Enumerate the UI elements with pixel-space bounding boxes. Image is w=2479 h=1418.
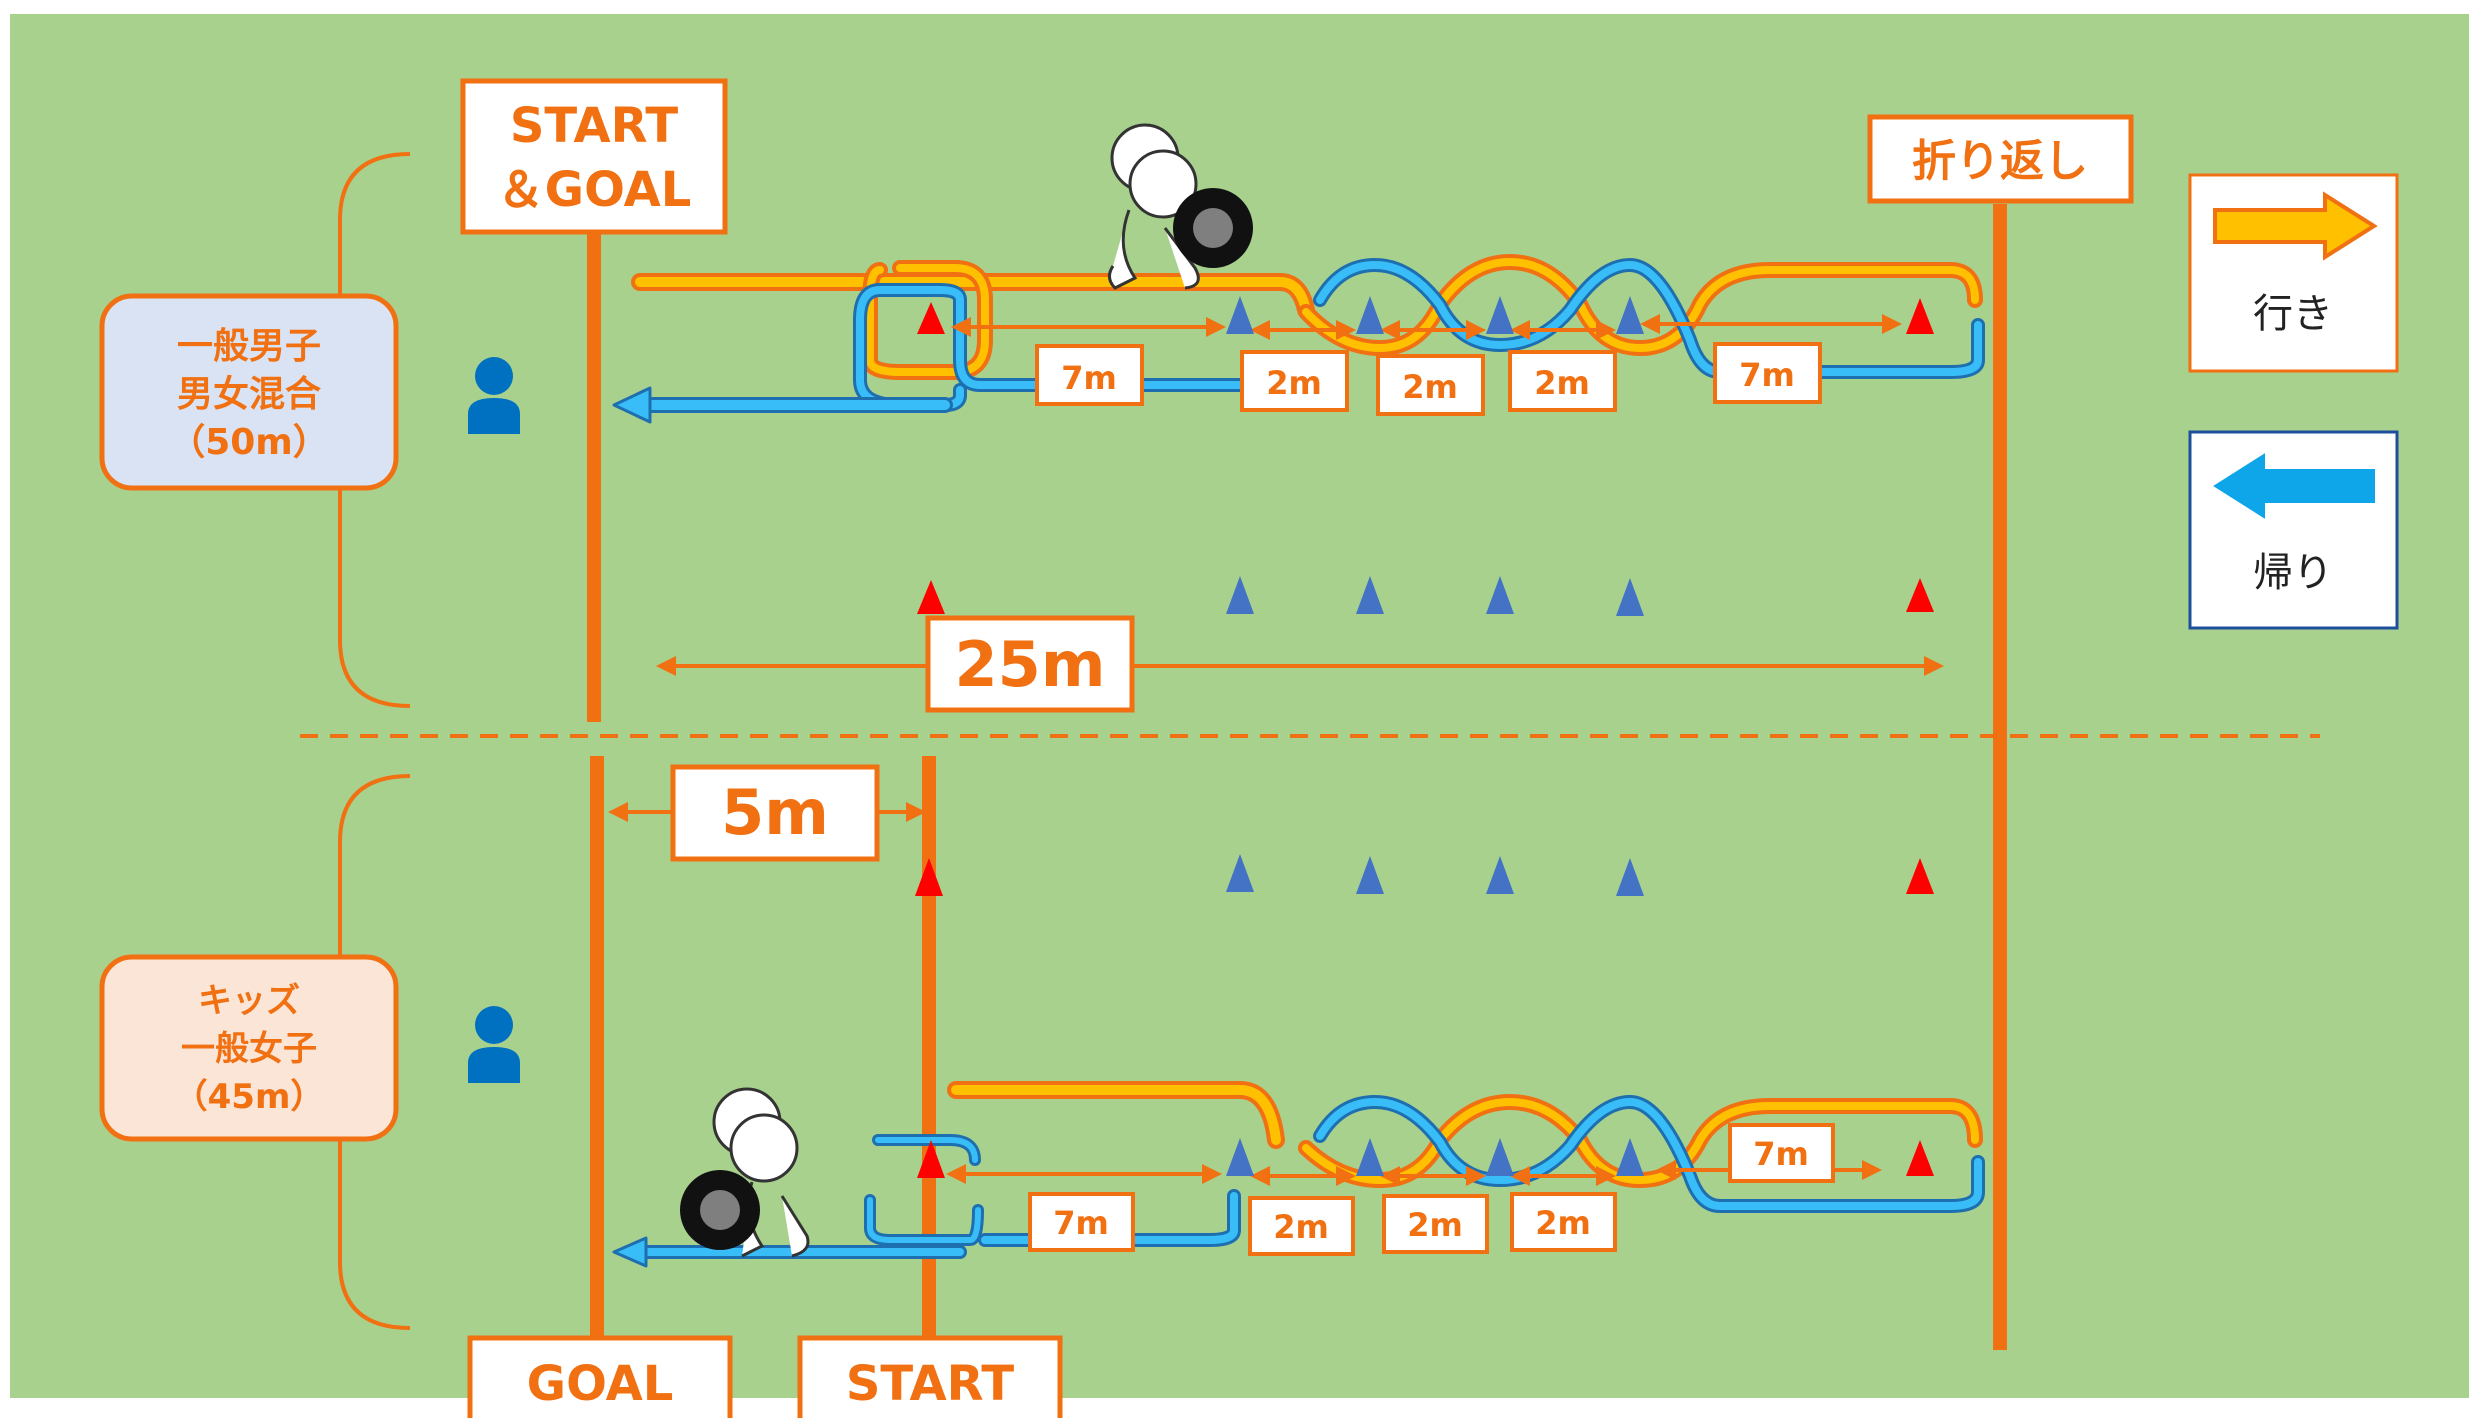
cone-icon — [1486, 1138, 1514, 1176]
start-goal-sign-line2: ＆GOAL — [497, 162, 692, 218]
upper-seg-label: 7m — [1739, 356, 1795, 394]
cone-icon — [1906, 858, 1934, 894]
cone-icon — [917, 302, 945, 334]
person-icon — [468, 357, 520, 434]
lower-seg-label: 7m — [1053, 1204, 1109, 1242]
cone-icon — [1226, 1138, 1254, 1176]
legend-outbound: 行き — [2188, 173, 2399, 373]
cone-icon — [1226, 296, 1254, 334]
upper-seg-label: 2m — [1402, 368, 1458, 406]
cone-icon — [1906, 1140, 1934, 1176]
cone-icon — [1616, 578, 1644, 616]
upper-group-badge — [99, 293, 399, 491]
start-sign-label: START — [846, 1356, 1015, 1412]
cone-icon — [917, 1140, 945, 1178]
lower-group-line2: 一般女子 — [181, 1029, 317, 1069]
cone-icon — [1616, 1138, 1644, 1176]
legend-return-label: 帰り — [2253, 550, 2333, 596]
lower-seg-label: 2m — [1535, 1204, 1591, 1242]
arrow-right-icon — [2213, 191, 2378, 261]
cone-icon — [1486, 856, 1514, 894]
goal-sign-label: GOAL — [527, 1356, 674, 1412]
total-distance-badge — [925, 615, 1135, 713]
upper-course-cones — [917, 296, 1934, 334]
total-distance-label: 25m — [955, 628, 1106, 701]
lower-lane1-cones — [915, 854, 1934, 896]
lower-seg-label: 7m — [1753, 1135, 1809, 1173]
offset-distance-label: 5m — [721, 776, 829, 849]
turnaround-sign — [1867, 114, 2134, 204]
turnaround-line — [1993, 204, 2007, 1350]
upper-segment-labels: 7m 2m 2m 2m 7m — [1035, 342, 1822, 416]
lower-group-badge — [99, 954, 399, 1142]
runner-with-tire-icon — [680, 1087, 810, 1258]
cone-icon — [1356, 296, 1384, 334]
goal-line-lower — [590, 756, 604, 1340]
cone-icon — [1906, 298, 1934, 334]
cone-icon — [1356, 576, 1384, 614]
upper-seg-label: 7m — [1061, 359, 1117, 397]
lower-distance-arrows — [946, 1160, 1882, 1186]
start-goal-sign-line1: START — [510, 98, 679, 154]
lower-group-line1: キッズ — [198, 981, 300, 1021]
person-icon — [468, 1006, 520, 1083]
cone-icon — [1226, 576, 1254, 614]
cone-icon — [1906, 578, 1934, 612]
cone-icon — [1356, 856, 1384, 894]
lower-course-cones — [917, 1138, 1934, 1178]
lower-group-line3: （45m） — [174, 1077, 325, 1117]
upper-distance-arrows — [951, 314, 1902, 340]
legend-return: 帰り — [2188, 430, 2399, 630]
cone-icon — [915, 858, 943, 896]
cone-icon — [917, 580, 945, 614]
turnaround-sign-label: 折り返し — [1912, 136, 2088, 187]
upper-group-line1: 一般男子 — [177, 326, 321, 367]
upper-return-route — [612, 258, 1985, 424]
runner-with-tire-icon — [1108, 123, 1253, 290]
upper-group-line3: （50m） — [169, 422, 329, 463]
cone-icon — [1226, 854, 1254, 892]
lower-seg-label: 2m — [1273, 1208, 1329, 1246]
upper-lane2-cones — [917, 576, 1934, 616]
cone-icon — [1616, 296, 1644, 334]
upper-seg-label: 2m — [1266, 364, 1322, 402]
start-goal-sign — [460, 78, 728, 235]
upper-group-line2: 男女混合 — [177, 374, 321, 415]
goal-sign — [467, 1335, 733, 1418]
arrow-left-icon — [2213, 453, 2375, 519]
offset-distance-badge — [670, 764, 880, 862]
legend-outbound-label: 行き — [2253, 291, 2333, 337]
lower-segment-labels: 7m 2m 2m 2m 7m — [1028, 1123, 1835, 1256]
cone-icon — [1356, 1138, 1384, 1176]
start-sign — [797, 1335, 1063, 1418]
lower-seg-label: 2m — [1407, 1206, 1463, 1244]
start-goal-line-upper — [587, 232, 601, 722]
cone-icon — [1486, 296, 1514, 334]
cone-icon — [1616, 858, 1644, 896]
cone-icon — [1486, 576, 1514, 614]
upper-seg-label: 2m — [1534, 364, 1590, 402]
start-line-lower — [922, 756, 936, 1340]
